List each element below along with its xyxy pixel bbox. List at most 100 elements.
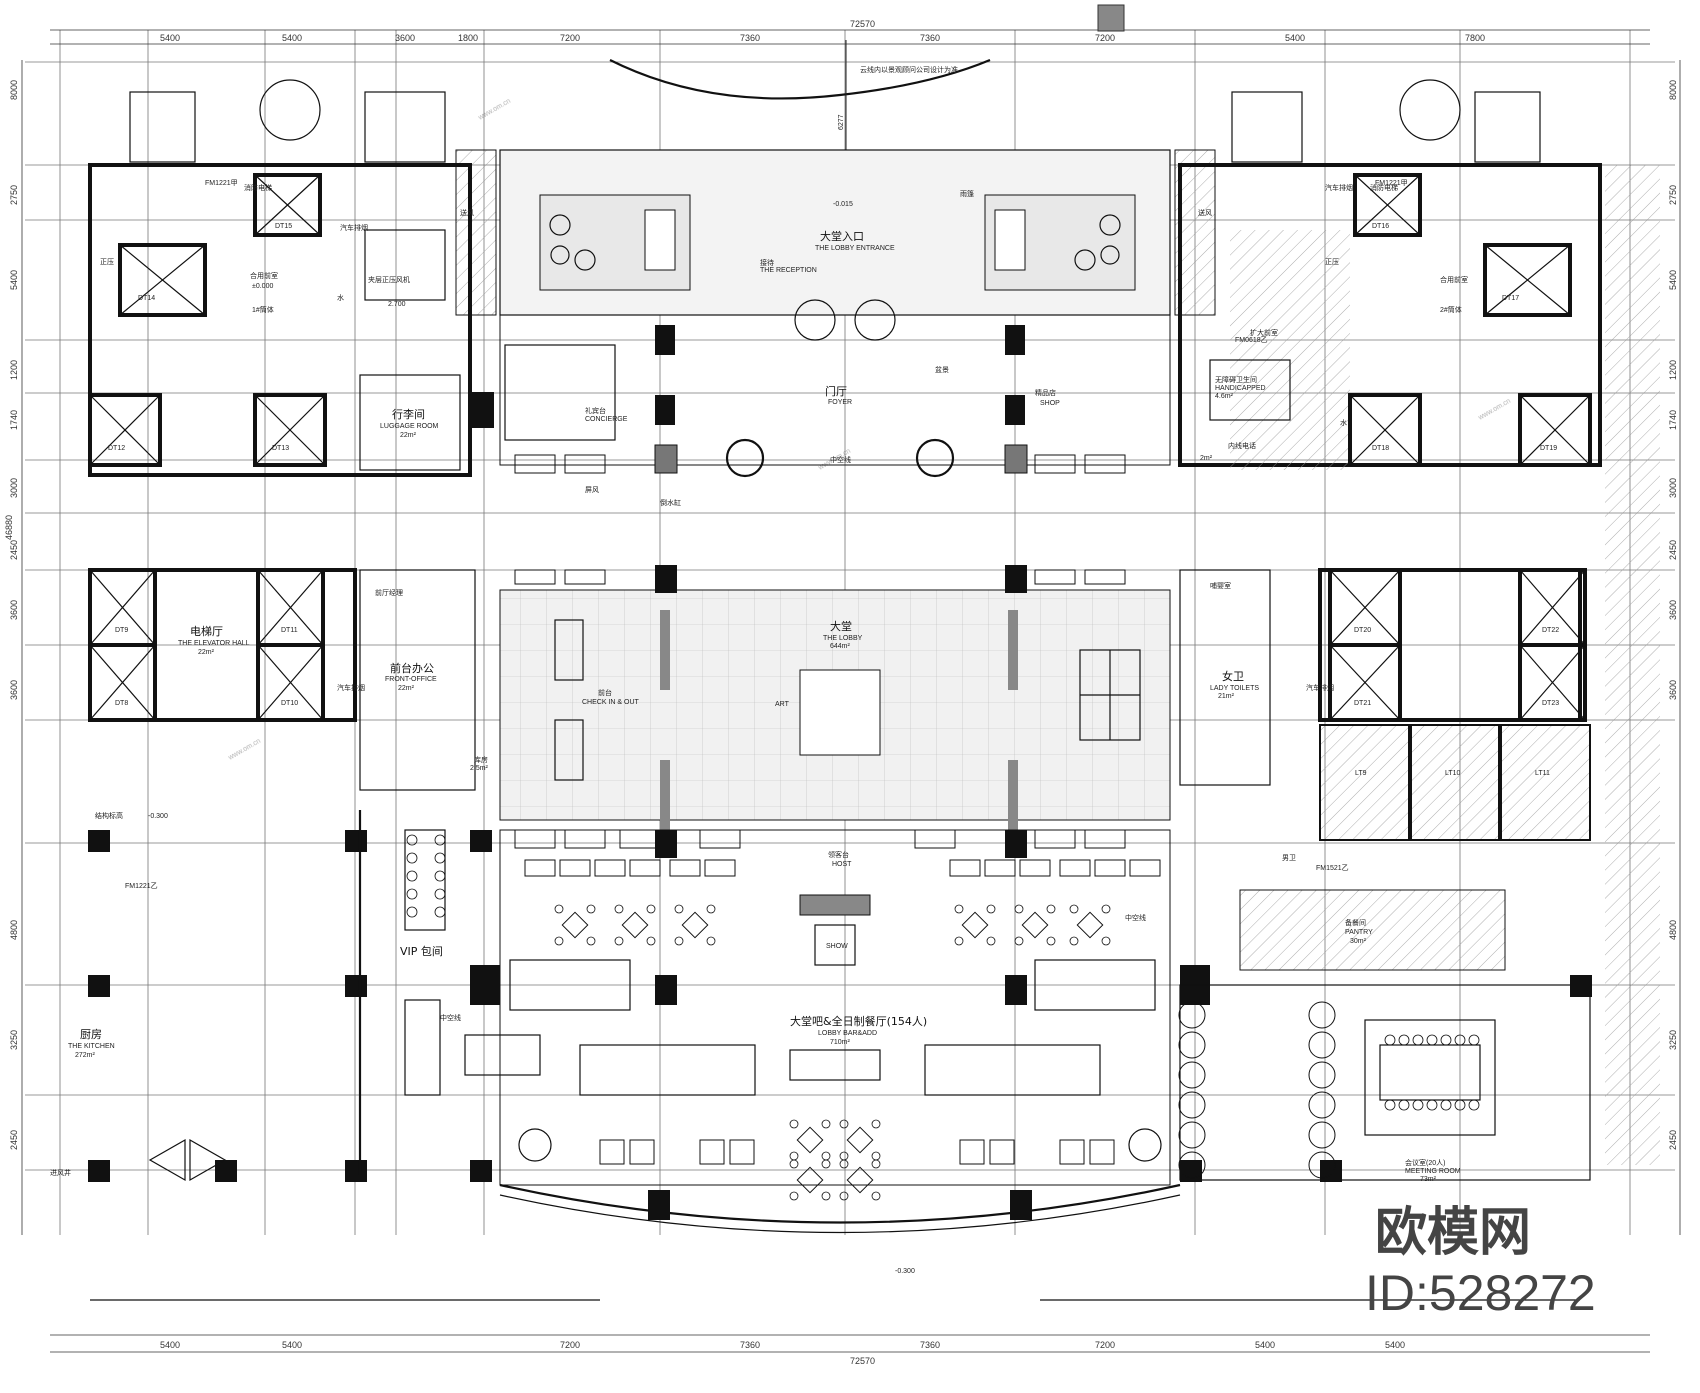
- table: [796, 1126, 824, 1154]
- mother-room-label: 哺婴室: [1210, 581, 1231, 590]
- chair: [871, 1119, 881, 1129]
- vip-chair: [434, 870, 446, 882]
- sofa: [619, 829, 661, 849]
- house-phone-label: 内线电话: [1228, 441, 1256, 450]
- chair: [646, 936, 656, 946]
- round-table: [1308, 1121, 1336, 1149]
- canopy-dim-1: 6277: [838, 114, 845, 130]
- chair: [839, 1119, 849, 1129]
- dim-left-11: 3250: [9, 1030, 19, 1050]
- dim-top-7: 7360: [920, 33, 940, 43]
- reception-small-en: THE RECEPTION: [760, 267, 817, 274]
- booth-seat: [949, 859, 981, 877]
- meeting-chair: [1398, 1034, 1410, 1046]
- vip-chair: [406, 906, 418, 918]
- booth-seat: [1059, 859, 1091, 877]
- chair: [1101, 904, 1111, 914]
- struct-level-label: 结构标高: [95, 811, 123, 820]
- watermark-id: ID:528272: [1365, 1265, 1596, 1321]
- dim-right-11: 3250: [1668, 1030, 1678, 1050]
- chair: [1014, 904, 1024, 914]
- water-left: 水: [337, 293, 344, 302]
- core1-stair: 1#筒体: [252, 305, 274, 314]
- wind-box-left: 送风: [460, 208, 474, 217]
- water-right: 水: [1340, 418, 1347, 427]
- chair: [554, 904, 564, 914]
- armchair: [699, 1139, 725, 1165]
- sofa: [564, 569, 606, 585]
- accessible-label: 无障碍卫生间: [1215, 375, 1257, 384]
- left-lower: VIP 包间 厨房 THE KITCHEN 272m² 中空线 进风井: [50, 810, 541, 1182]
- lift-dt14: DT14: [138, 295, 155, 302]
- luggage-area: 22m²: [400, 432, 417, 439]
- table: [561, 911, 589, 939]
- booth-seat: [629, 859, 661, 877]
- dim-right-5: 1740: [1668, 410, 1678, 430]
- booth-seat: [559, 859, 591, 877]
- shop-label: 精品店: [1035, 388, 1056, 397]
- table: [796, 1166, 824, 1194]
- front-office-label-en: FRONT-OFFICE: [385, 676, 437, 683]
- vip-label: VIP 包间: [400, 945, 443, 958]
- chair: [586, 904, 596, 914]
- dim-right-7: 2450: [1668, 540, 1678, 560]
- chair: [1046, 936, 1056, 946]
- lift-dt15: DT15: [275, 223, 292, 230]
- ladies-label: 女卫: [1222, 669, 1244, 683]
- chair: [554, 936, 564, 946]
- fan-room-label: 夹层正压风机: [368, 275, 410, 284]
- door-tag-3: FM0618乙: [1235, 336, 1268, 344]
- door-tag-5: FM1221甲: [1375, 179, 1408, 187]
- diagonal-watermark-3: www.om.cn: [227, 738, 262, 763]
- dim-left-9: 3600: [9, 680, 19, 700]
- dim-bottom-8: 5400: [1385, 1340, 1405, 1350]
- chair: [839, 1159, 849, 1169]
- lift-dt17: DT17: [1502, 295, 1519, 302]
- storage-label: 库房: [474, 755, 488, 764]
- atrium-line-2: 中空线: [440, 1013, 461, 1022]
- bottom-level: -0.300: [895, 1268, 915, 1275]
- door-tag-2: FM1221乙: [125, 882, 158, 890]
- round-table: [1178, 1121, 1206, 1149]
- booth-seat: [669, 859, 701, 877]
- dim-top-5: 7200: [560, 33, 580, 43]
- dim-right-10: 4800: [1668, 920, 1678, 940]
- table: [846, 1126, 874, 1154]
- round-table: [1178, 1091, 1206, 1119]
- entrance-canopy: 6277 4280 云线内以景观顾问公司设计为准 大堂入口 THE LOBBY …: [455, 4, 1216, 341]
- meeting-chair: [1412, 1099, 1424, 1111]
- struct-level-value: -0.300: [148, 813, 168, 820]
- dim-left-7: 2450: [9, 540, 19, 560]
- ladies-area: 21m²: [1218, 693, 1235, 700]
- dim-top-10: 7800: [1465, 33, 1485, 43]
- armchair: [1089, 1139, 1115, 1165]
- sofa: [514, 569, 556, 585]
- sofa: [1084, 829, 1126, 849]
- dim-right-9: 3600: [1668, 680, 1678, 700]
- car-exhaust-right: 汽车排烟: [1325, 183, 1353, 192]
- luggage-label: 行李间: [392, 407, 425, 421]
- meeting-room: 会议室(20人) MEETING ROOM 73m²: [1179, 975, 1592, 1183]
- pantry-area: 30m²: [1350, 938, 1367, 945]
- kitchen-area: 272m²: [75, 1052, 96, 1059]
- chair: [646, 904, 656, 914]
- booth-seat: [1019, 859, 1051, 877]
- table: [961, 911, 989, 939]
- dim-left-1: 8000: [9, 80, 19, 100]
- dim-bottom-4: 7360: [740, 1340, 760, 1350]
- chair: [986, 904, 996, 914]
- lobby: 大堂 THE LOBBY 644m² ART 前台 CHECK IN & OUT: [499, 565, 1171, 858]
- dim-bottom-1: 5400: [160, 1340, 180, 1350]
- meeting-chair: [1412, 1034, 1424, 1046]
- round-table: [1308, 1061, 1336, 1089]
- booth-seat: [1094, 859, 1126, 877]
- host-label: 领客台: [828, 850, 849, 859]
- chair: [789, 1151, 799, 1161]
- dim-left-total: 46880: [4, 515, 14, 540]
- door-tag-1: FM1221甲: [205, 179, 238, 187]
- chair: [839, 1151, 849, 1161]
- round-table: [1178, 1031, 1206, 1059]
- meeting-chair: [1398, 1099, 1410, 1111]
- meeting-label: 会议室(20人): [1405, 1158, 1445, 1167]
